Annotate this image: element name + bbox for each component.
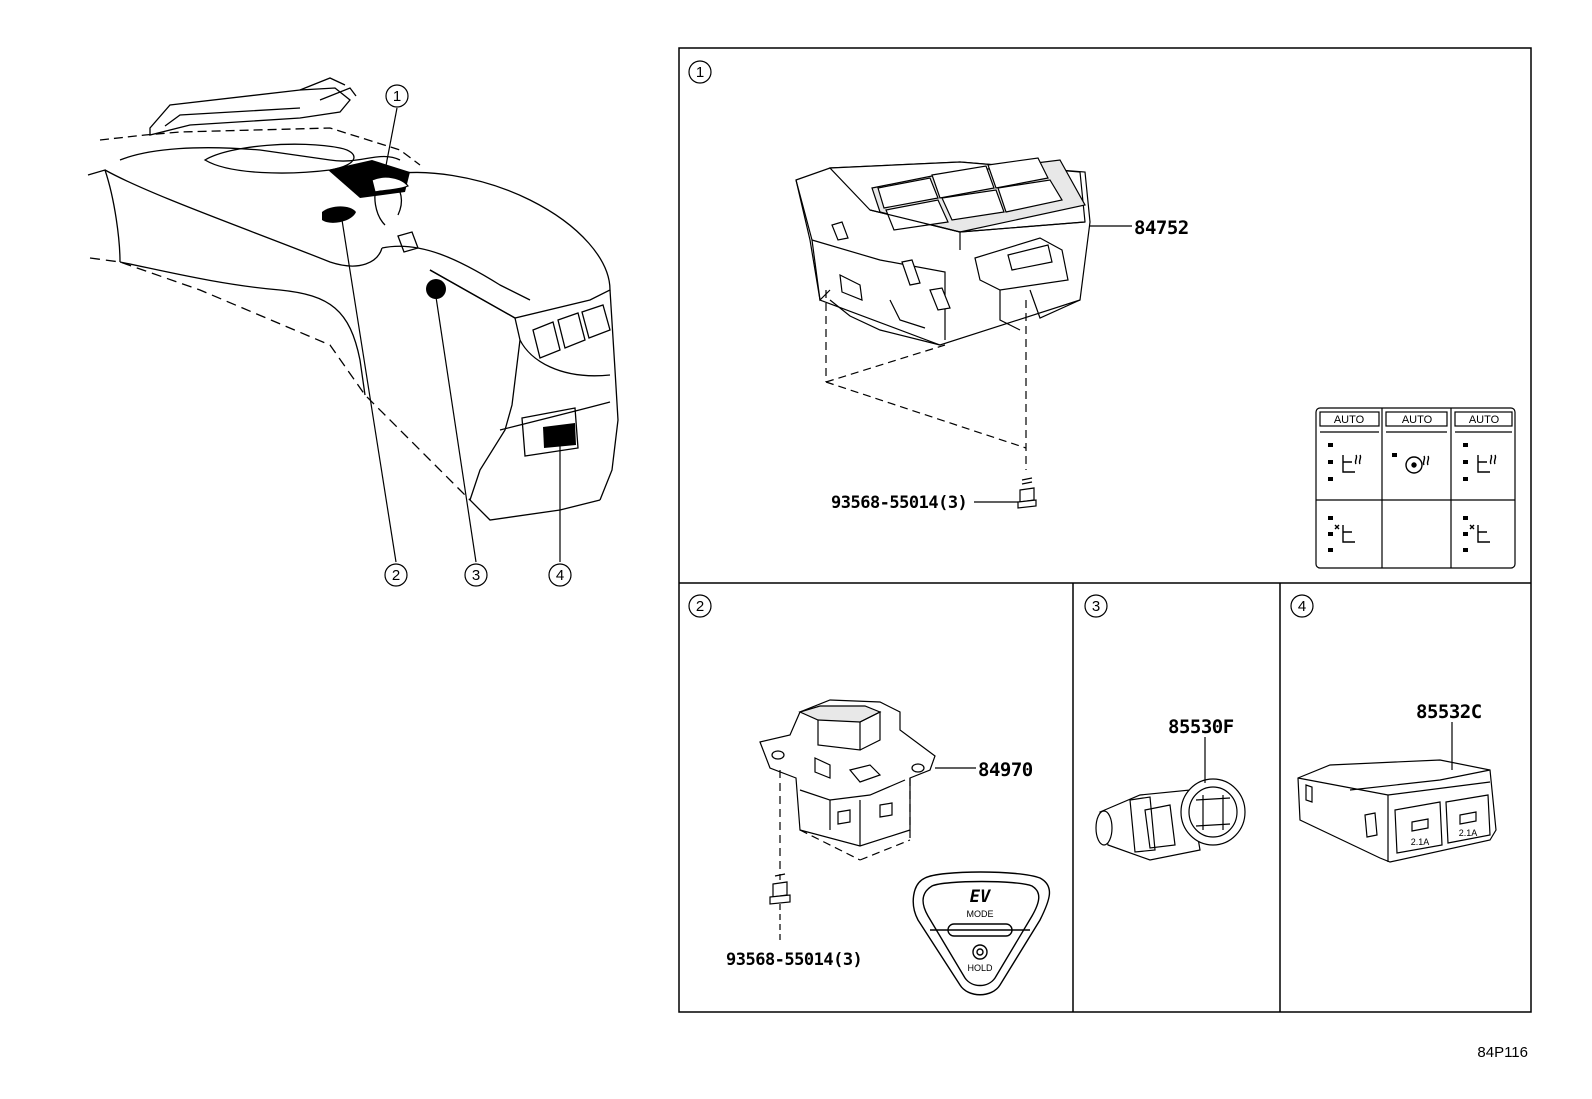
svg-text:4: 4 — [1298, 598, 1306, 615]
panel-1-part-number: 84752 — [1134, 217, 1189, 239]
panel-1-screw-label: 93568-55014(3) — [831, 493, 967, 513]
panel-4-part-number: 85532C — [1416, 701, 1482, 723]
panel-2-number: 2 — [688, 594, 712, 618]
panel-2-screw-label: 93568-55014(3) — [726, 950, 862, 970]
panel-3-part-number: 85530F — [1168, 716, 1234, 738]
usb-charger-assembly — [1297, 759, 1497, 863]
panel-4: 4 2.1A 2.1A 85532C — [1290, 594, 1497, 863]
power-outlet-socket — [1095, 778, 1246, 861]
panel-2: 2 93568-55014(3) — [688, 594, 1051, 996]
seat-heater-switch-face — [1315, 407, 1516, 569]
svg-text:3: 3 — [472, 567, 480, 584]
panel-2-install-guides — [779, 770, 911, 880]
ev-label: EV — [970, 887, 991, 907]
svg-text:3: 3 — [1092, 598, 1100, 615]
steering-heater-icon — [1405, 455, 1430, 474]
console-parts-highlighted — [322, 160, 576, 448]
seat-ventilation-icon — [1334, 524, 1490, 543]
panel-1-number: 1 — [688, 60, 712, 84]
mode-label: MODE — [967, 909, 994, 919]
svg-text:1: 1 — [696, 64, 704, 81]
svg-text:2: 2 — [392, 567, 400, 584]
seat-heater-icon — [1342, 454, 1497, 473]
panel-3-number: 3 — [1084, 594, 1108, 618]
svg-text:4: 4 — [556, 567, 564, 584]
console-overview — [87, 77, 619, 521]
svg-text:2: 2 — [696, 598, 704, 615]
overview-callout-4: 4 — [548, 563, 572, 587]
panel-1-screw — [1017, 477, 1037, 509]
panel-2-screw — [769, 873, 791, 905]
panel-1: 1 — [688, 60, 1516, 569]
switch-face-auto-left: AUTO — [1334, 414, 1365, 426]
usb-port-label-right: 2.1A — [1459, 828, 1478, 838]
svg-text:1: 1 — [393, 88, 401, 105]
panel-3: 3 85530F — [1084, 594, 1246, 861]
power-outlet-location — [426, 279, 446, 299]
ev-mode-switch-face — [912, 871, 1051, 996]
hold-label: HOLD — [967, 963, 993, 973]
panel-4-number: 4 — [1290, 594, 1314, 618]
usb-charger-location — [543, 423, 576, 448]
seat-heater-switch-assembly — [795, 157, 1091, 346]
overview-callout-1: 1 — [385, 84, 409, 108]
overview-callout-3: 3 — [464, 563, 488, 587]
switch-face-auto-right: AUTO — [1469, 414, 1500, 426]
rear-seat-switches — [532, 304, 611, 359]
switch-face-auto-center: AUTO — [1402, 414, 1433, 426]
figure-code: 84P116 — [1477, 1044, 1528, 1061]
panel-2-part-number: 84970 — [978, 759, 1033, 781]
ev-mode-switch-assembly — [759, 699, 936, 847]
overview-leaders — [341, 107, 561, 563]
panel-frames — [678, 47, 1532, 1013]
ev-mode-switch-location — [322, 206, 356, 223]
overview-callout-2: 2 — [384, 563, 408, 587]
usb-port-label-left: 2.1A — [1411, 837, 1430, 847]
panel-1-install-guides — [825, 290, 1027, 470]
switch-face-indicators — [1328, 443, 1468, 552]
